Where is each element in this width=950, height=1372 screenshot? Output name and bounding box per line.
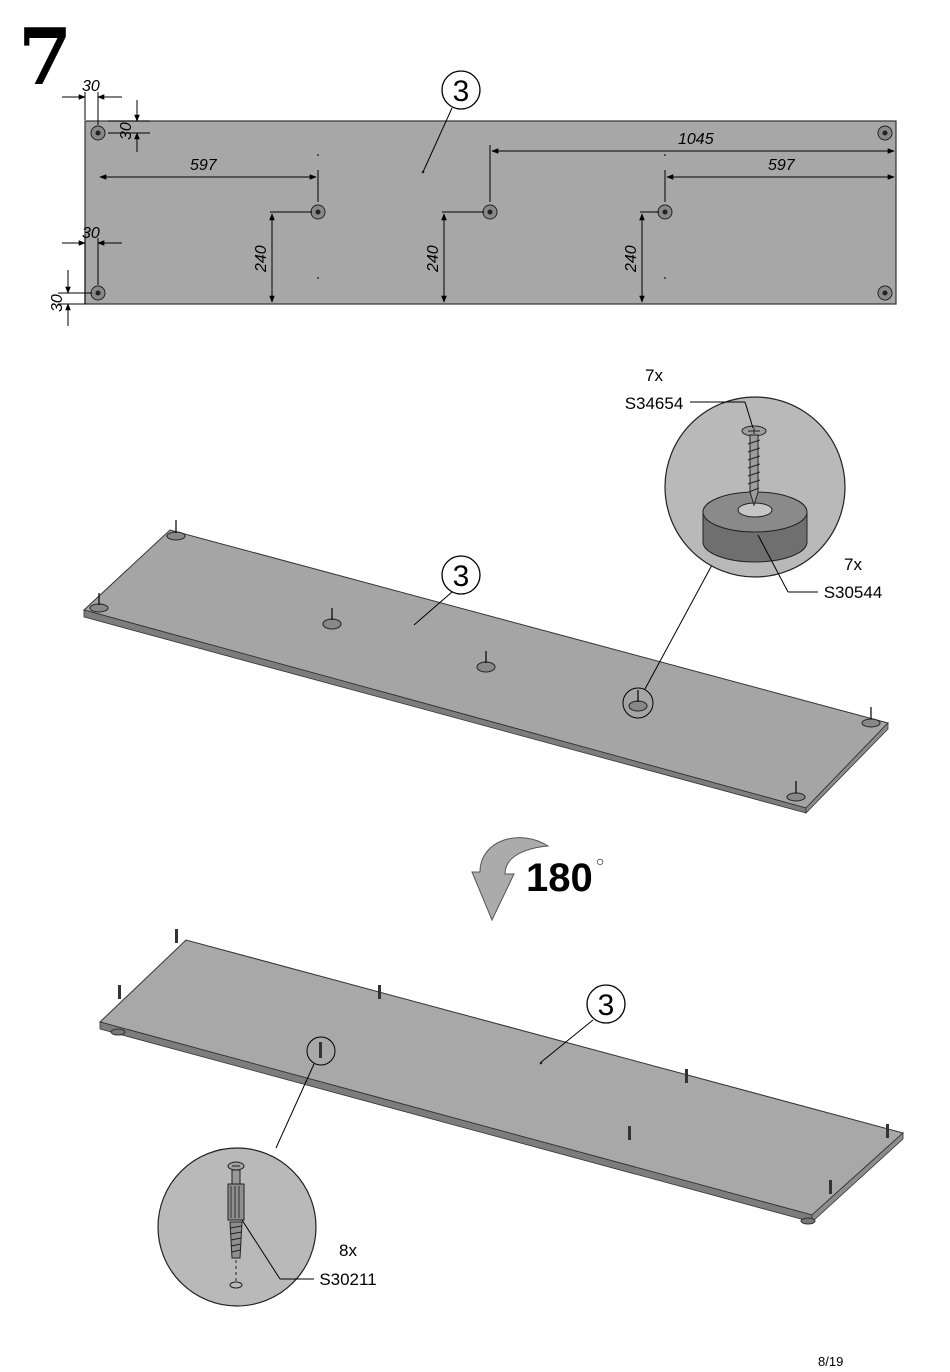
foot-pad-icon: [89, 593, 109, 613]
dim-right-span-long: 1045: [678, 131, 714, 148]
part-bubble: [441, 70, 481, 110]
dim-right-span: 597: [768, 157, 796, 174]
middle-hole-icon: [482, 204, 498, 220]
degree-symbol: ○: [596, 853, 604, 869]
corner-hole-icon: [90, 125, 106, 141]
rotate-arrow-icon: [471, 837, 550, 922]
foot-pad-qty: 7x: [844, 555, 862, 574]
zoom-detail-feet: [664, 396, 846, 593]
foot-pad-icon: [166, 520, 186, 541]
page-number: 8/19: [818, 1354, 844, 1369]
top-view-panel: 30 30 597 1045 597 240: [49, 70, 897, 326]
middle-hole-icon: [657, 204, 673, 220]
screw-qty: 7x: [645, 366, 663, 385]
cam-bolt-icon: [227, 1161, 245, 1259]
cam-bolt-icon: [175, 929, 178, 943]
dim-left-lower-x: 30: [82, 225, 100, 242]
foot-pad-icon: [786, 781, 806, 802]
cam-bolt-icon: [886, 1124, 889, 1138]
foot-pad-code: S30544: [824, 583, 883, 602]
rotation-angle: 180: [526, 856, 593, 900]
screw-code: S34654: [625, 394, 684, 413]
dim-offset-left: 240: [253, 245, 270, 273]
foot-pad-icon: [476, 651, 496, 673]
screw-icon: [741, 425, 767, 507]
cam-bolt-code: S30211: [319, 1270, 376, 1289]
cam-bolt-icon: [378, 985, 381, 999]
cam-bolt-icon: [685, 1069, 688, 1083]
corner-hole-icon: [877, 285, 893, 301]
part-number-flipped: 3: [598, 989, 615, 1022]
part-number-top: 3: [453, 75, 470, 108]
cam-bolt-icon: [829, 1180, 832, 1194]
dim-offset-right: 240: [623, 245, 640, 273]
part-number-assembly: 3: [453, 560, 470, 593]
flipped-view: 3 8x S30211: [99, 929, 905, 1307]
dim-left-lower-y: 30: [49, 294, 66, 312]
cam-bolt-icon: [628, 1126, 631, 1140]
dim-offset-middle: 240: [425, 245, 442, 273]
middle-hole-icon: [310, 204, 326, 220]
zoom-detail-cam-bolt: [157, 1147, 317, 1307]
assembly-view: 3: [83, 366, 889, 814]
corner-hole-icon: [877, 125, 893, 141]
step-number: 7: [18, 12, 73, 103]
foot-pad-icon: [322, 608, 342, 630]
foot-pad-icon: [628, 690, 648, 712]
rotation-instruction: 180 ○: [471, 837, 604, 922]
dim-left-corner-x: 30: [82, 78, 100, 95]
corner-hole-icon: [90, 285, 106, 301]
cam-bolt-icon: [319, 1042, 322, 1058]
dim-left-corner-y: 30: [118, 122, 135, 140]
cam-bolt-qty: 8x: [339, 1241, 357, 1260]
foot-pad-icon: [861, 707, 881, 728]
dim-left-span: 597: [190, 157, 218, 174]
cam-bolt-icon: [118, 985, 121, 999]
